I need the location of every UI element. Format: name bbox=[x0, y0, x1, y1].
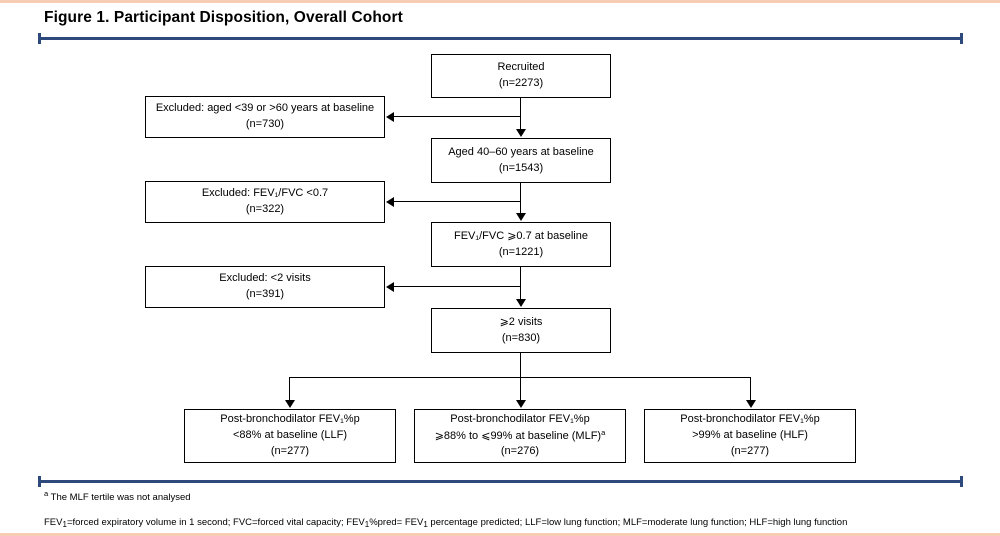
node-tertile-llf: Post-bronchodilator FEV₁%p <88% at basel… bbox=[184, 409, 396, 463]
abbr-sub-1a: 1 bbox=[62, 520, 67, 529]
connector-tertile-hlf-drop bbox=[750, 377, 752, 401]
connector-branch-excluded-visits bbox=[394, 286, 521, 288]
footer-rule bbox=[38, 476, 963, 487]
node-excluded-fev1-fvc: Excluded: FEV₁/FVC <0.7 (n=322) bbox=[145, 181, 385, 223]
node-hlf-line3: (n=277) bbox=[730, 444, 770, 457]
arrowhead-excluded-ratio bbox=[386, 197, 394, 207]
footer-rule-left-cap bbox=[38, 476, 41, 487]
arrowhead-aged bbox=[515, 129, 526, 137]
node-mlf-line1: Post-bronchodilator FEV₁%p bbox=[450, 412, 590, 425]
footer-rule-right-cap bbox=[960, 476, 963, 487]
node-llf-line3: (n=277) bbox=[270, 444, 310, 457]
footnote-a-text: The MLF tertile was not analysed bbox=[50, 492, 191, 503]
connector-tertile-llf-drop bbox=[289, 377, 291, 401]
header-rule-right-cap bbox=[960, 33, 963, 44]
arrowhead-hlf bbox=[746, 400, 756, 408]
node-recruited-line1: Recruited bbox=[497, 61, 545, 74]
figure-title: Figure 1. Participant Disposition, Overa… bbox=[44, 9, 403, 26]
node-hlf-line2: >99% at baseline (HLF) bbox=[692, 429, 808, 442]
connector-branch-excluded-age bbox=[394, 116, 521, 118]
node-visits-line2: (n=830) bbox=[501, 331, 541, 344]
node-mlf-line3: (n=276) bbox=[500, 445, 540, 458]
node-recruited-line2: (n=2273) bbox=[498, 77, 544, 89]
node-excl-ratio-line2: (n=322) bbox=[245, 203, 285, 215]
node-mlf-line2-text: ⩾88% to ⩽99% at baseline (MLF) bbox=[434, 429, 602, 442]
arrowhead-excluded-age bbox=[386, 112, 394, 122]
node-mlf-line2: ⩾88% to ⩽99% at baseline (MLF)a bbox=[435, 428, 606, 445]
header-rule-left-cap bbox=[38, 33, 41, 44]
node-excl-visits-line1: Excluded: <2 visits bbox=[219, 272, 311, 285]
abbr-pre: FEV bbox=[44, 517, 63, 528]
node-hlf-line1: Post-bronchodilator FEV₁%p bbox=[680, 413, 820, 426]
connector-tertile-bus bbox=[289, 377, 751, 379]
node-aged-line2: (n=1543) bbox=[498, 161, 544, 174]
arrowhead-excluded-visits bbox=[386, 282, 394, 292]
node-mlf-footnote-marker: a bbox=[601, 427, 606, 437]
node-ratio-line1: FEV₁/FVC ⩾0.7 at baseline bbox=[454, 229, 588, 242]
node-excl-visits-line2: (n=391) bbox=[245, 288, 285, 300]
node-excluded-visits: Excluded: <2 visits (n=391) bbox=[145, 266, 385, 308]
node-tertile-hlf: Post-bronchodilator FEV₁%p >99% at basel… bbox=[644, 409, 856, 463]
node-aged-40-60: Aged 40–60 years at baseline (n=1543) bbox=[431, 138, 611, 183]
arrowhead-mlf bbox=[515, 400, 526, 408]
connector-branch-excluded-ratio bbox=[394, 201, 521, 203]
node-ratio-line2: (n=1221) bbox=[498, 245, 544, 258]
abbr-sub-1b: 1 bbox=[364, 520, 370, 529]
abbr-mid: %pred= FEV bbox=[369, 517, 424, 528]
header-rule bbox=[38, 33, 963, 44]
node-excl-age-line2: (n=730) bbox=[245, 118, 285, 130]
node-excluded-age: Excluded: aged <39 or >60 years at basel… bbox=[145, 96, 385, 138]
arrowhead-visits bbox=[515, 299, 526, 307]
footnote-a-marker: a bbox=[44, 489, 49, 498]
node-excl-ratio-line1: Excluded: FEV₁/FVC <0.7 bbox=[201, 187, 329, 200]
connector-ratio-to-visits bbox=[520, 267, 522, 301]
abbr-sub-1c: 1 bbox=[423, 520, 428, 529]
footnote-abbreviations: FEV1=forced expiratory volume in 1 secon… bbox=[44, 517, 847, 529]
footnote-a: a The MLF tertile was not analysed bbox=[44, 489, 191, 503]
node-visits-line1: ⩾2 visits bbox=[499, 315, 543, 328]
node-ge2-visits: ⩾2 visits (n=830) bbox=[431, 308, 611, 353]
node-fev1-fvc-ge07: FEV₁/FVC ⩾0.7 at baseline (n=1221) bbox=[431, 222, 611, 267]
node-excl-age-line1: Excluded: aged <39 or >60 years at basel… bbox=[155, 102, 375, 115]
node-tertile-mlf: Post-bronchodilator FEV₁%p ⩾88% to ⩽99% … bbox=[414, 409, 626, 463]
node-llf-line2: <88% at baseline (LLF) bbox=[232, 429, 348, 442]
node-llf-line1: Post-bronchodilator FEV₁%p bbox=[220, 413, 360, 426]
arrowhead-llf bbox=[285, 400, 295, 408]
abbr-main: =forced expiratory volume in 1 second; F… bbox=[66, 517, 365, 528]
arrowhead-ratio bbox=[515, 213, 526, 221]
connector-aged-to-ratio bbox=[520, 183, 522, 215]
connector-recruited-to-aged bbox=[520, 98, 522, 130]
node-recruited: Recruited (n=2273) bbox=[431, 54, 611, 98]
abbr-post: percentage predicted; LLF=low lung funct… bbox=[427, 517, 848, 528]
node-aged-line1: Aged 40–60 years at baseline bbox=[448, 145, 594, 158]
